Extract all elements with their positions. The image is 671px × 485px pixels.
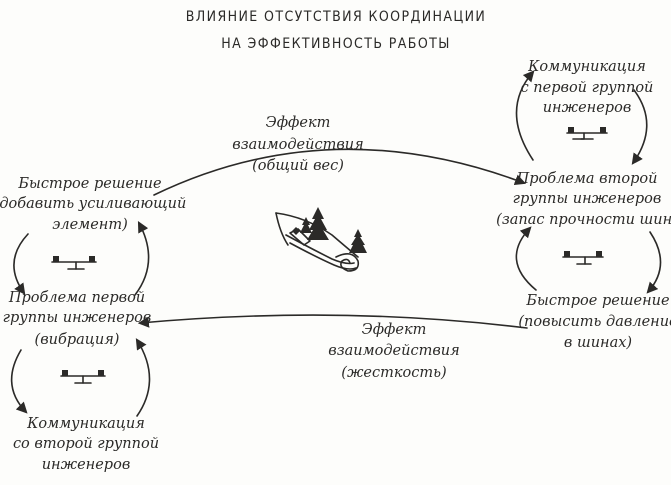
quick-fix-left-line-3: элемент) (52, 217, 128, 233)
node-problem-first-group: Проблема первой группы инженеров (вибрац… (3, 290, 152, 348)
interaction-effect-stiffness-label: Эффект взаимодействия (жесткость) (328, 322, 459, 381)
right-upper-loop-right-arrow (631, 89, 648, 165)
node-quick-fix-right: Быстрое решение (повысить давление в шин… (518, 293, 671, 351)
interaction-effect-weight-label: Эффект взаимодействия (общий вес) (232, 115, 363, 174)
interaction-bottom-line-2: взаимодействия (328, 343, 459, 359)
quick-fix-right-line-2: (повысить давление (518, 314, 671, 330)
seesaw-balance-icon (51, 256, 97, 270)
right-upper-loop-left-arrow (515, 70, 535, 161)
bobsled-on-snowy-hill-icon (275, 207, 367, 272)
arc-bottom-arrow (137, 314, 528, 329)
comm-second-line-3: инженеров (42, 457, 131, 473)
node-problem-second-group: Проблема второй группы инженеров (запас … (496, 171, 671, 228)
arc-top-arrow (153, 148, 527, 196)
interaction-bottom-line-3: (жесткость) (341, 365, 446, 381)
problem-first-line-3: (вибрация) (35, 332, 120, 348)
seesaw-balance-icon (562, 251, 604, 265)
interaction-top-line-1: Эффект (266, 115, 331, 131)
seesaw-balance-icon (60, 370, 106, 384)
diagram-title: ВЛИЯНИЕ ОТСУТСТВИЯ КООРДИНАЦИИ НА ЭФФЕКТ… (186, 9, 487, 52)
left-lower-loop-right-arrow (135, 338, 151, 417)
problem-second-line-2: группы инженеров (513, 191, 662, 207)
problem-second-line-1: Проблема второй (516, 171, 658, 187)
interaction-bottom-line-1: Эффект (362, 322, 427, 338)
node-comm-first-group: Коммуникация с первой группой инженеров (521, 59, 654, 116)
quick-fix-right-line-3: в шинах) (564, 335, 632, 351)
comm-first-line-3: инженеров (543, 100, 632, 116)
left-upper-loop-right-arrow (134, 221, 150, 296)
problem-second-line-3: (запас прочности шин) (496, 212, 671, 228)
comm-first-line-1: Коммуникация (527, 59, 646, 75)
quick-fix-left-line-1: Быстрое решение (17, 176, 161, 192)
comm-first-line-2: с первой группой (521, 80, 654, 96)
title-line-1: ВЛИЯНИЕ ОТСУТСТВИЯ КООРДИНАЦИИ (186, 9, 487, 25)
right-lower-loop-left-arrow (515, 226, 537, 291)
interaction-top-line-2: взаимодействия (232, 137, 363, 153)
problem-first-line-2: группы инженеров (3, 310, 152, 326)
interaction-top-line-3: (общий вес) (252, 158, 344, 174)
right-lower-loop-right-arrow (646, 231, 662, 294)
left-upper-loop-left-arrow (13, 233, 29, 295)
seesaw-balance-icon (566, 127, 608, 140)
title-line-2: НА ЭФФЕКТИВНОСТЬ РАБОТЫ (221, 36, 451, 52)
node-quick-fix-left: Быстрое решение (добавить усиливающий эл… (0, 176, 186, 233)
comm-second-line-2: со второй группой (13, 436, 159, 452)
comm-second-line-1: Коммуникация (26, 416, 145, 432)
node-comm-second-group: Коммуникация со второй группой инженеров (13, 416, 159, 473)
problem-first-line-1: Проблема первой (8, 290, 145, 306)
quick-fix-right-line-1: Быстрое решение (525, 293, 669, 309)
quick-fix-left-line-2: (добавить усиливающий (0, 196, 186, 212)
left-lower-loop-left-arrow (10, 349, 28, 414)
